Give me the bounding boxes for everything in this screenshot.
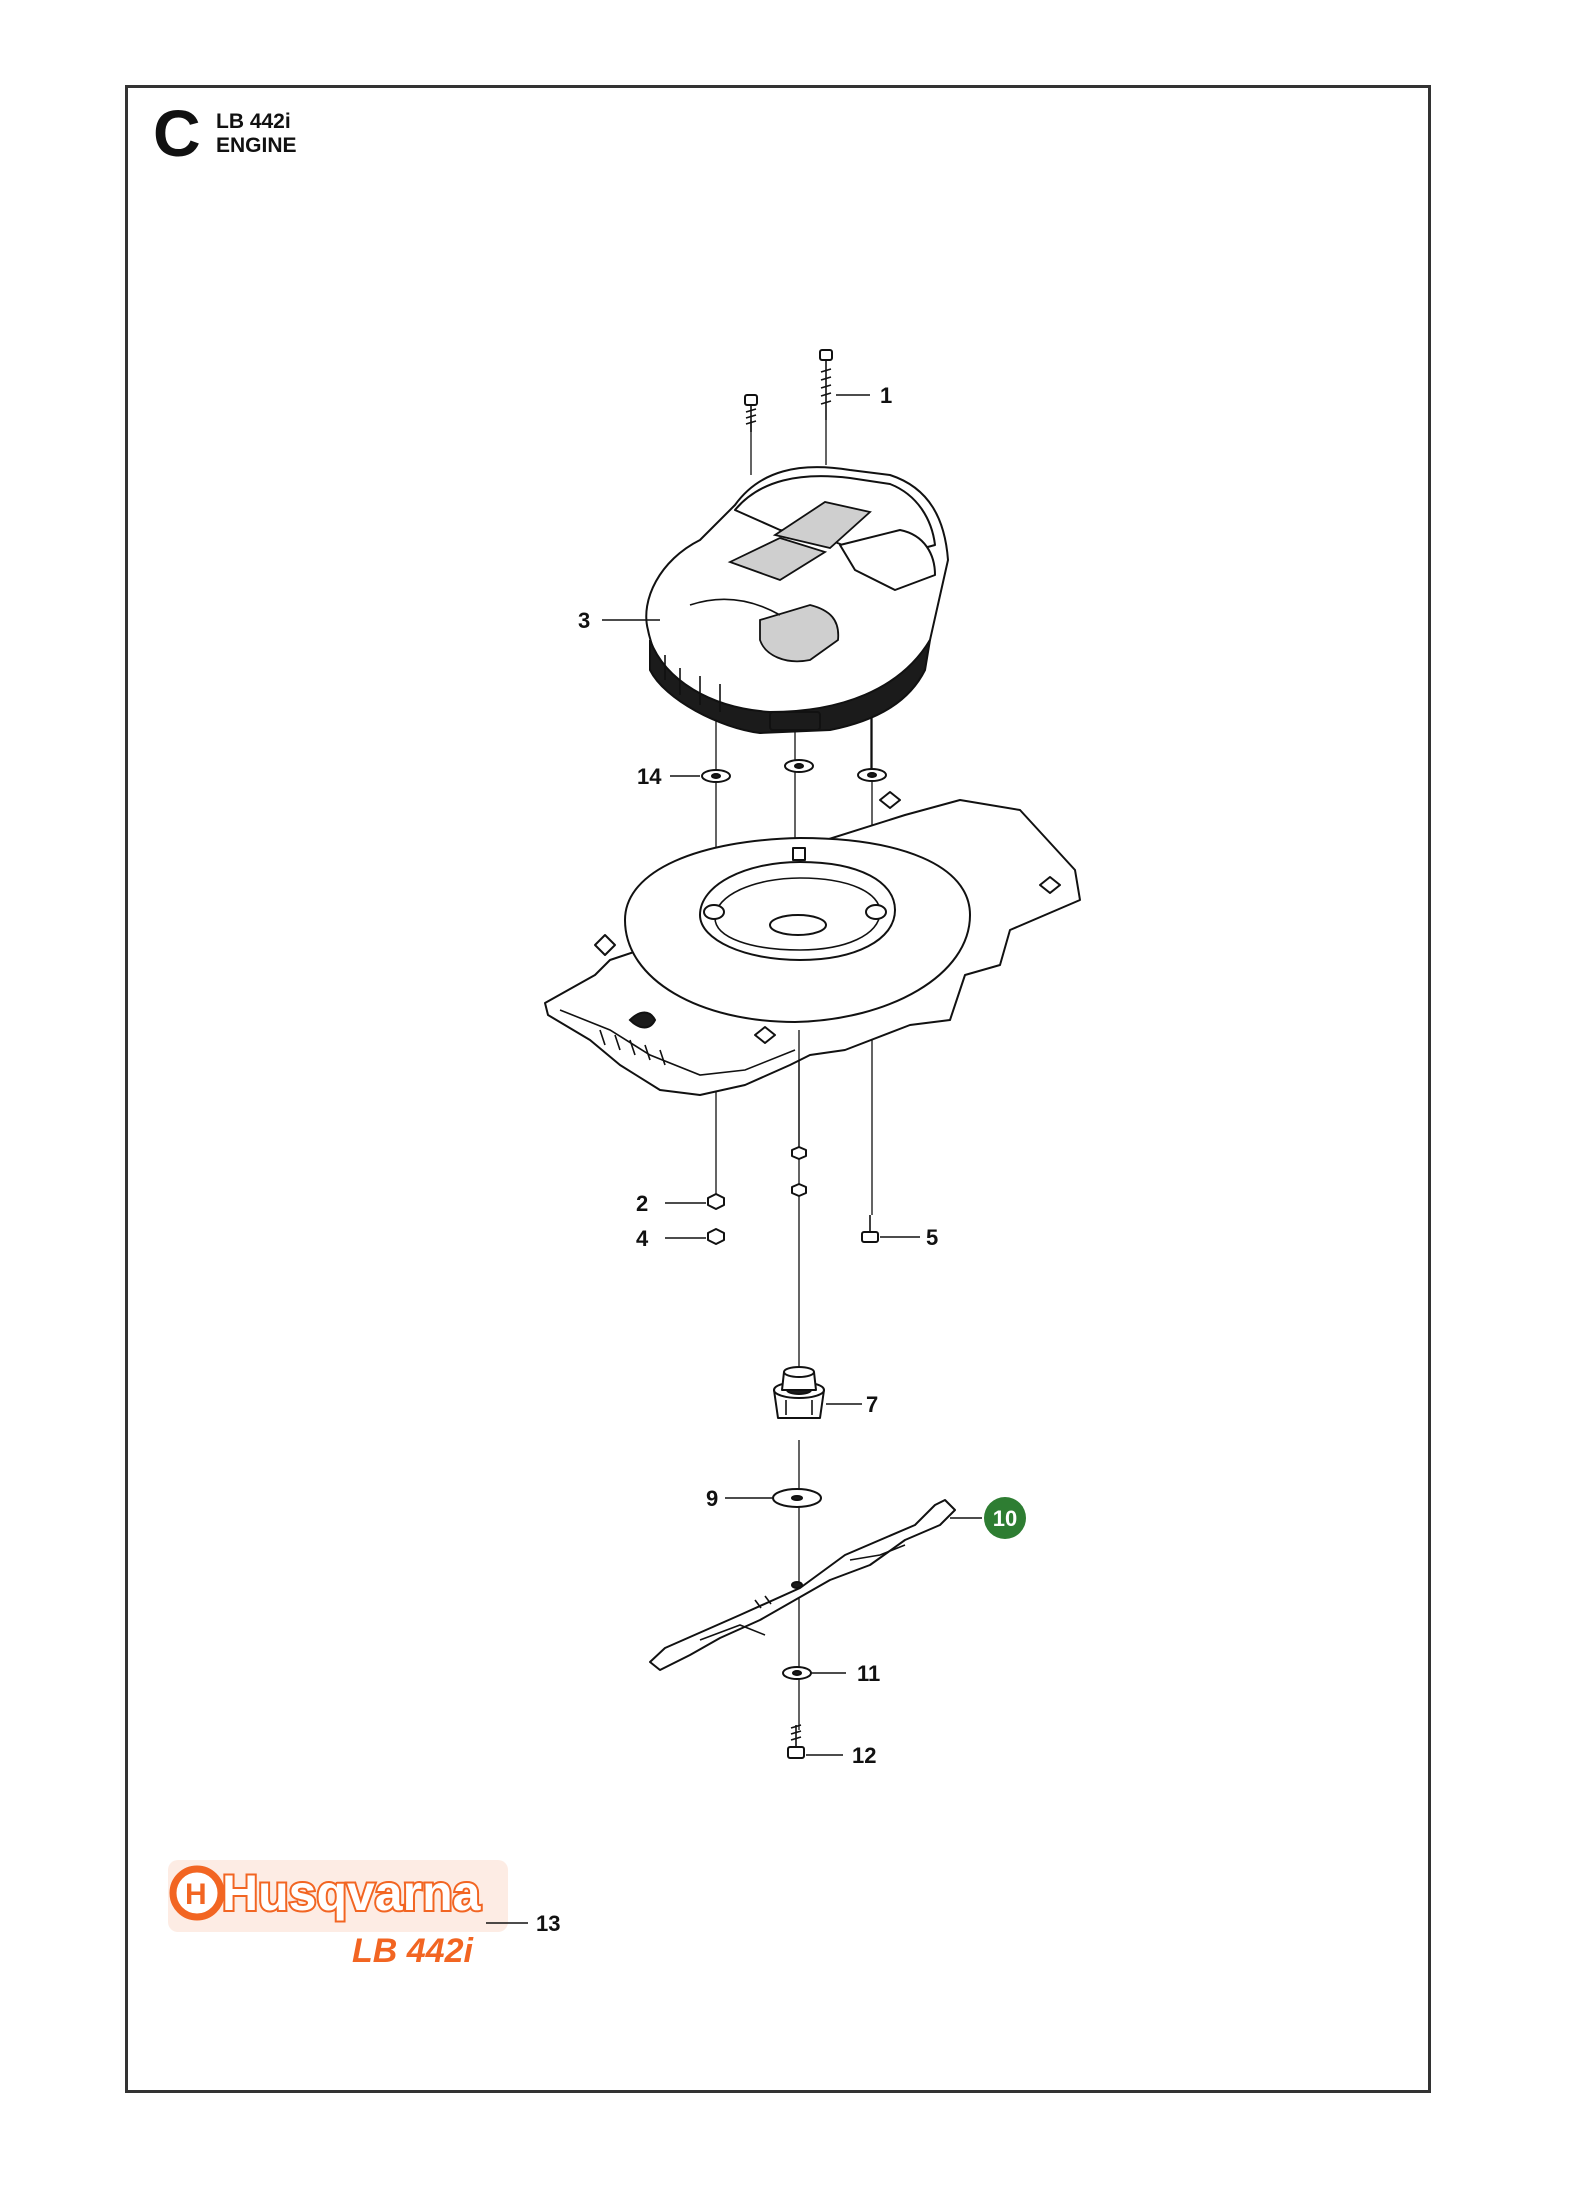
callout-label-9: 9 xyxy=(706,1486,718,1511)
callout-highlight-circle xyxy=(984,1497,1026,1539)
nuts-parts-2-4 xyxy=(707,1146,807,1245)
callout-label-11: 11 xyxy=(857,1661,880,1686)
chassis-body xyxy=(544,791,1081,1155)
callout-2: 2 xyxy=(636,1191,648,1216)
callout-11: 11 xyxy=(857,1661,880,1686)
callout-label-10: 10 xyxy=(993,1506,1017,1531)
callout-label-2: 2 xyxy=(636,1191,648,1216)
callout-14: 14 xyxy=(637,764,662,789)
callout-12: 12 xyxy=(852,1743,876,1768)
washer-part-11 xyxy=(782,1666,812,1680)
callout-10: 10 xyxy=(984,1497,1026,1539)
callout-13: 13 xyxy=(536,1911,560,1936)
callout-1: 1 xyxy=(880,383,892,408)
section-model: LB 442i xyxy=(216,110,291,133)
screw-part-12 xyxy=(787,1724,805,1759)
section-letter: C xyxy=(153,96,201,170)
callout-label-4: 4 xyxy=(636,1226,649,1251)
callout-label-12: 12 xyxy=(852,1743,876,1768)
callout-label-13: 13 xyxy=(536,1911,560,1936)
motor-cover-part-3 xyxy=(645,466,949,735)
callout-label-3: 3 xyxy=(578,608,590,633)
callout-label-1: 1 xyxy=(880,383,892,408)
callout-7: 7 xyxy=(866,1392,878,1417)
callout-3: 3 xyxy=(578,608,590,633)
washers-part-14 xyxy=(701,759,887,783)
callout-4: 4 xyxy=(636,1226,649,1251)
leader-lines xyxy=(486,394,982,1924)
section-name: ENGINE xyxy=(216,134,297,157)
callout-label-7: 7 xyxy=(866,1392,878,1417)
callout-label-14: 14 xyxy=(637,764,662,789)
screw-part-5 xyxy=(861,1215,879,1243)
decal-model-text: LB 442i xyxy=(352,1932,474,1970)
callout-5: 5 xyxy=(926,1225,938,1250)
washer-part-9 xyxy=(772,1488,822,1508)
screw-part-1 xyxy=(744,349,833,432)
decal-brand-text: Husqvarna xyxy=(222,1865,482,1921)
blade-part-10 xyxy=(649,1499,956,1671)
svg-text:H: H xyxy=(185,1878,207,1911)
page-frame xyxy=(125,85,1431,2093)
callout-label-5: 5 xyxy=(926,1225,938,1250)
decal-part-13: H Husqvarna LB 442i xyxy=(168,1860,508,1970)
callout-9: 9 xyxy=(706,1486,718,1511)
blade-hub-part-7 xyxy=(773,1366,825,1419)
